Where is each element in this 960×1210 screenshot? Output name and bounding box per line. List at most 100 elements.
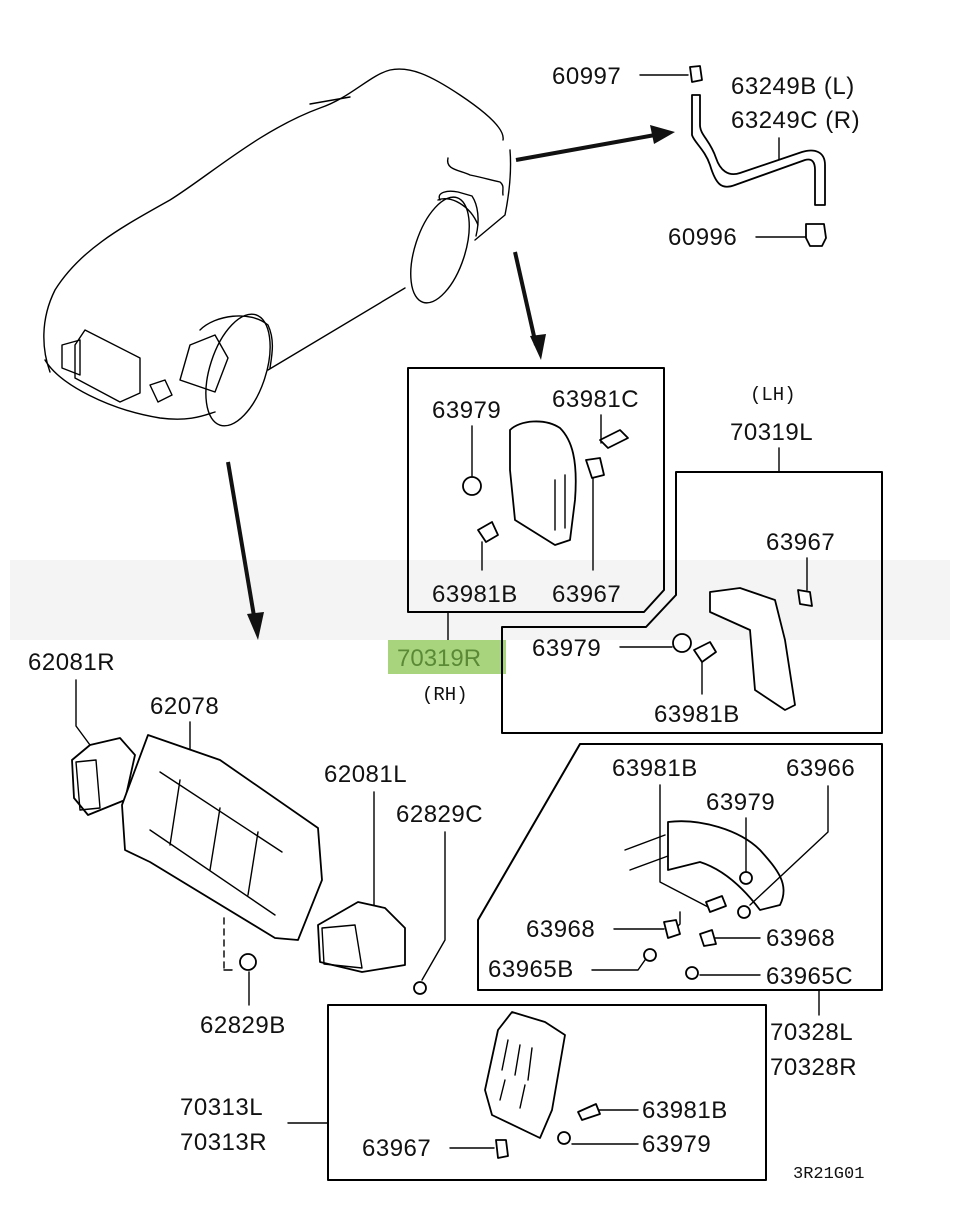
duct-62081R-opening: [75, 759, 101, 811]
label-liner-63968-a: 63968: [526, 916, 595, 943]
screw-part-63981B: [477, 521, 499, 543]
screw-part-liner-63981B: [705, 895, 727, 913]
arrow-to-duct: [226, 461, 257, 623]
label-70319R[interactable]: 70319R: [397, 645, 481, 672]
arrow-head-duct: [247, 612, 264, 640]
leader-liner-63966: [749, 785, 829, 906]
arrow-to-hose: [515, 133, 656, 162]
front-wheel: [205, 313, 271, 427]
bracket-part-62078: [121, 734, 323, 941]
label-lh-63967: 63967: [766, 529, 835, 556]
duct-62081L-opening: [321, 924, 363, 969]
label-lh-63979: 63979: [532, 635, 601, 662]
nut-part-liner-63968-b: [699, 929, 717, 947]
clip-part-lh-63979: [672, 633, 692, 653]
lower-guard-slots: [499, 1039, 533, 1109]
rh-splash-guard-group: 63979 63981C 63981B 63967 70319R (RH): [388, 367, 665, 706]
rear-wheel-arch: [437, 198, 479, 226]
pointer-arrows: [226, 125, 675, 640]
label-62078: 62078: [150, 693, 219, 720]
label-70313R: 70313R: [180, 1129, 267, 1156]
car-front-bumper: [44, 359, 216, 420]
leader-62081R: [75, 679, 91, 746]
lower-guard-group: 70313L 70313R 63981B 63979 63967: [180, 1004, 767, 1181]
lh-group-frame: [501, 471, 883, 734]
arrow-to-rh-guard: [513, 251, 538, 346]
hose-group: 60997 63249B (L) 63249C (R) 60996: [552, 63, 860, 251]
splash-guard-rh-slots: [554, 474, 566, 531]
hose-part-63249: [691, 94, 826, 206]
screw-part-62829C: [413, 981, 427, 995]
clip-part-63979: [462, 476, 482, 496]
car-rear-line: [474, 149, 512, 241]
rear-wheel: [410, 196, 470, 304]
rear-liner-sketch: [438, 190, 479, 237]
splash-guard-lh: [709, 587, 796, 711]
label-70313L: 70313L: [180, 1094, 263, 1121]
screw-part-63981C: [599, 429, 629, 449]
front-liner-sketch: [179, 334, 229, 393]
arrow-head-rh: [530, 334, 546, 360]
label-63249B: 63249B (L): [731, 73, 855, 100]
liner-group-frame: [477, 743, 883, 991]
label-liner-63979: 63979: [706, 789, 775, 816]
label-liner-63965C: 63965C: [766, 963, 853, 990]
rear-hose-sketch: [446, 157, 504, 196]
label-63981B: 63981B: [432, 581, 518, 608]
clip-part-liner-63966: [737, 905, 751, 919]
clip-part-liner-63979: [739, 871, 753, 885]
watermark-band: [10, 560, 950, 640]
bracket-62078-ribs: [149, 771, 283, 916]
label-70319L: 70319L: [730, 419, 813, 446]
nut-part-lh-63967: [797, 589, 813, 607]
label-lower-63979: 63979: [642, 1131, 711, 1158]
nut-part-63967: [585, 457, 605, 479]
label-62081R: 62081R: [28, 649, 115, 676]
label-62829B: 62829B: [200, 1012, 286, 1039]
label-60996: 60996: [668, 224, 737, 251]
clip-part-62829B: [239, 953, 257, 971]
duct-group: 62081R 62078 62829B 62081L 62829C: [28, 649, 483, 1039]
front-duct-end: [61, 339, 81, 376]
car-body-outline: [43, 68, 504, 373]
grommet-part-60996: [805, 223, 827, 247]
label-63981C: 63981C: [552, 386, 639, 413]
label-lower-63981B: 63981B: [642, 1097, 728, 1124]
splash-guard-rh: [509, 420, 577, 546]
nut-part-liner-63968-a: [663, 919, 681, 939]
label-62829C: 62829C: [396, 801, 483, 828]
label-63967: 63967: [552, 581, 621, 608]
label-lower-63967: 63967: [362, 1135, 431, 1162]
label-lh-63981B: 63981B: [654, 701, 740, 728]
wheel-liner-flange: [624, 834, 669, 871]
highlight-70319R: [388, 640, 506, 674]
label-60997: 60997: [552, 63, 621, 90]
arrow-head-hose: [650, 125, 675, 144]
label-liner-63966: 63966: [786, 755, 855, 782]
lower-group-frame: [327, 1004, 767, 1181]
leader-liner-63981B: [659, 784, 711, 909]
liner-group: 63981B 63966 63979 63968 63968 63965B 63…: [477, 743, 883, 1081]
nut-part-lower-63967: [495, 1139, 509, 1159]
label-liner-63965B: 63965B: [488, 956, 574, 983]
wheel-liner-part: [667, 820, 785, 911]
leader-liner-63965B: [591, 959, 646, 971]
label-liner-63981B: 63981B: [612, 755, 698, 782]
diagram-code: 3R21G01: [793, 1165, 864, 1184]
front-clip-sketch: [149, 379, 173, 403]
car-roof-line: [309, 96, 351, 105]
screw-part-liner-63965B: [643, 948, 657, 962]
label-lh-side: (LH): [750, 384, 796, 406]
front-wheel-arch: [199, 315, 274, 369]
lh-splash-guard-group: (LH) 70319L 63967 63979 63981B: [501, 384, 883, 734]
label-62081L: 62081L: [324, 761, 407, 788]
front-duct-sketch: [74, 329, 141, 403]
lower-splash-guard-part: [484, 1011, 566, 1139]
label-63249C: 63249C (R): [731, 107, 860, 134]
screw-part-lower-63981B: [577, 1103, 601, 1121]
label-liner-63968-b: 63968: [766, 925, 835, 952]
duct-part-62081R: [71, 737, 136, 816]
screw-part-lh-63981B: [693, 641, 717, 663]
